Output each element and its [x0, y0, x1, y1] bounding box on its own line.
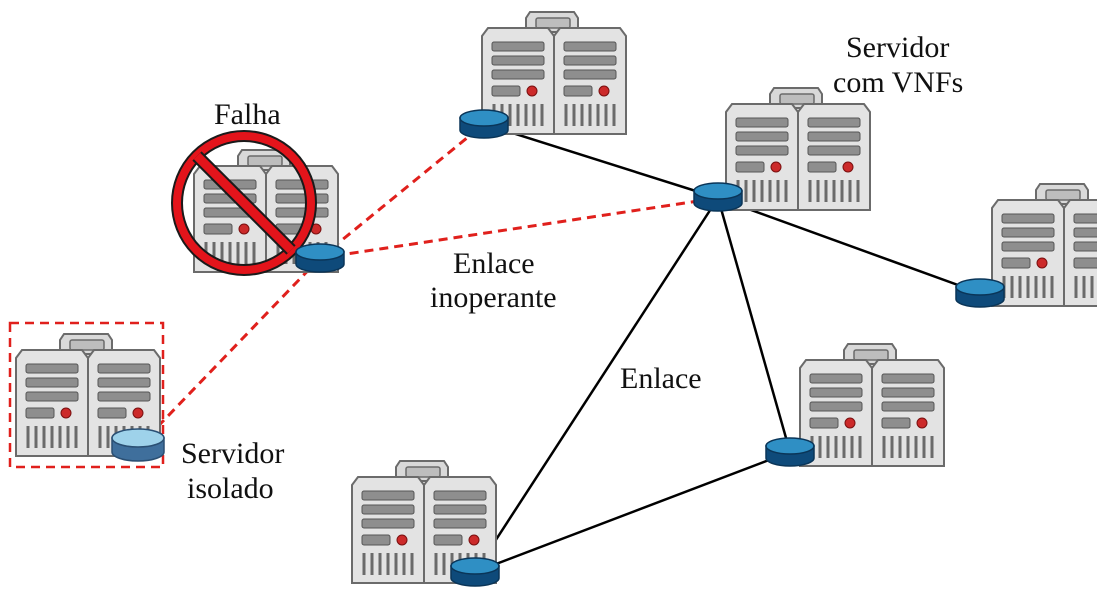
- isolated-router-disc-icon: [111, 428, 165, 462]
- router-disc-icon: [295, 243, 345, 273]
- link-label: Enlace: [620, 362, 702, 395]
- failed-link-top: [319, 122, 485, 260]
- failed-link-center: [319, 196, 719, 260]
- failure-label: Falha: [214, 98, 281, 131]
- vnf-server-label-line1: Servidor: [846, 31, 949, 64]
- server-icon: [990, 182, 1097, 308]
- router-disc-icon: [693, 182, 743, 212]
- failed-link-isolated: [138, 256, 322, 447]
- active-links: [473, 122, 981, 574]
- isolated-server-label-line2: isolado: [187, 472, 274, 505]
- router-disc-icon: [459, 109, 509, 139]
- server-icon: [798, 342, 946, 468]
- link-bottom-to-lowright: [474, 450, 791, 574]
- vnf-server-label-line2: com VNFs: [833, 66, 963, 99]
- down-link-label-line2: inoperante: [430, 281, 557, 314]
- isolated-server-label-line1: Servidor: [181, 437, 284, 470]
- prohibition-icon: [171, 130, 317, 276]
- isolated-server-box: [8, 321, 165, 469]
- server-icon: [724, 86, 872, 212]
- link-center-to-bottom: [473, 197, 720, 573]
- link-top-to-center: [483, 122, 719, 200]
- link-center-to-lowright: [716, 197, 792, 453]
- down-link-label-line1: Enlace: [453, 247, 535, 280]
- router-disc-icon: [765, 437, 815, 467]
- router-disc-icon: [450, 557, 500, 587]
- link-center-to-right: [717, 196, 981, 295]
- router-disc-icon: [955, 278, 1005, 308]
- failed-links: [138, 122, 719, 447]
